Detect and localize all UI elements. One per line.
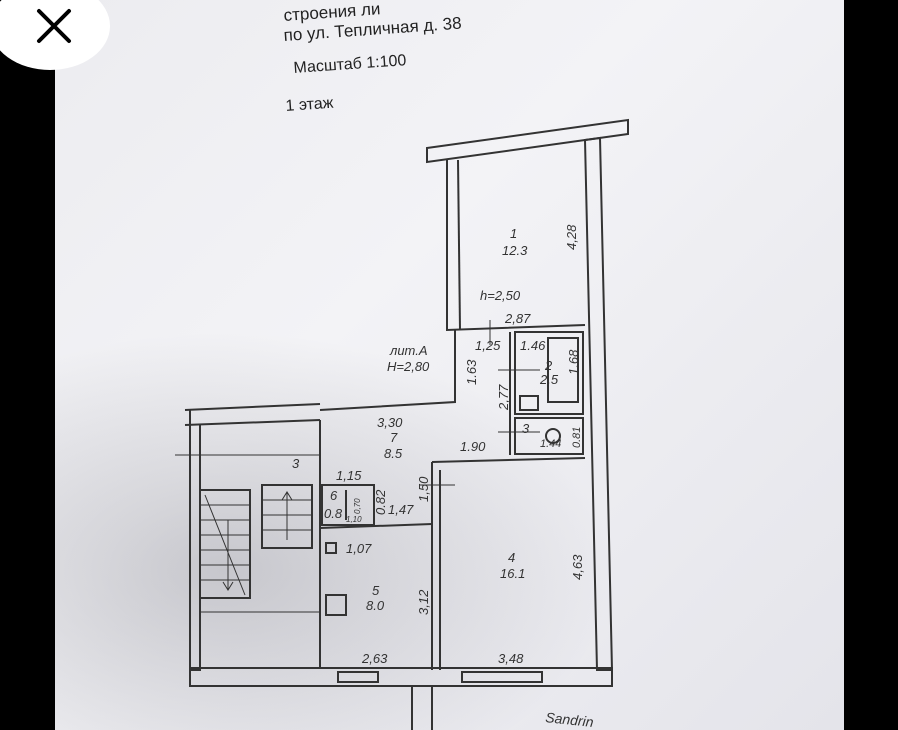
room3-number: 3 <box>522 421 530 436</box>
dim-146: 1.46 <box>520 338 546 353</box>
room2-area: 2.5 <box>539 372 559 387</box>
room3-wc <box>514 417 584 455</box>
stair-walls <box>189 410 201 671</box>
stove <box>325 594 347 616</box>
room1-area: 12.3 <box>502 243 528 258</box>
top-wall <box>426 118 629 164</box>
height-label: H=2,80 <box>387 359 430 374</box>
room7-area: 8.5 <box>384 446 403 461</box>
dim-263: 2,63 <box>361 651 388 666</box>
floor-plan: лит.А H=2,80 1 12.3 h=2,50 2 2.5 3 1.44 … <box>175 118 629 730</box>
dim-190: 1.90 <box>460 439 486 454</box>
dim-150: 1,50 <box>416 476 431 502</box>
room5-top <box>319 523 433 529</box>
room2-number: 2 <box>544 358 553 373</box>
dim-287: 2,87 <box>504 311 531 326</box>
room4-number: 4 <box>508 550 515 565</box>
room7-number: 7 <box>390 430 398 445</box>
dim-277: 2,77 <box>496 384 511 411</box>
room1-walls <box>446 160 586 332</box>
bottom-wall <box>189 667 613 687</box>
room6-number: 6 <box>330 488 338 503</box>
floor-plan-photo: строения ли по ул. Тепличная д. 38 Масшт… <box>55 0 844 730</box>
room5-number: 5 <box>372 583 380 598</box>
dim-348: 3,48 <box>498 651 524 666</box>
dim-107: 1,07 <box>346 541 372 556</box>
room6 <box>321 484 375 526</box>
dim-110: 1,10 <box>346 515 362 524</box>
stair-label: 3 <box>292 456 300 471</box>
room4-area: 16.1 <box>500 566 525 581</box>
dim-312: 3,12 <box>416 589 431 615</box>
dim-330: 3,30 <box>377 415 403 430</box>
dim-168: 1.68 <box>566 349 581 375</box>
dim-081: 0.81 <box>571 427 583 448</box>
dim-115: 1,15 <box>336 468 362 483</box>
dim-163: 1.63 <box>464 359 479 385</box>
close-icon <box>37 9 71 43</box>
room4-top <box>431 457 586 463</box>
dim-082: 0.82 <box>373 489 388 515</box>
room2-bath <box>514 331 584 415</box>
room1-number: 1 <box>510 226 517 241</box>
room3-area: 1.44 <box>540 438 561 450</box>
lit-label: лит.А <box>389 343 428 358</box>
signature: Sandrin <box>545 709 595 730</box>
dim-070: 0,70 <box>353 498 362 514</box>
right-wall <box>583 136 614 671</box>
corridor-wall <box>319 330 456 411</box>
dim-147: 1,47 <box>388 502 414 517</box>
dim-125: 1,25 <box>475 338 501 353</box>
room6-area: 0.8 <box>324 506 343 521</box>
dim-463: 4,63 <box>570 554 585 580</box>
room5-area: 8.0 <box>366 598 385 613</box>
room1-height: h=2,50 <box>480 288 521 303</box>
dim-428: 4,28 <box>564 224 579 250</box>
